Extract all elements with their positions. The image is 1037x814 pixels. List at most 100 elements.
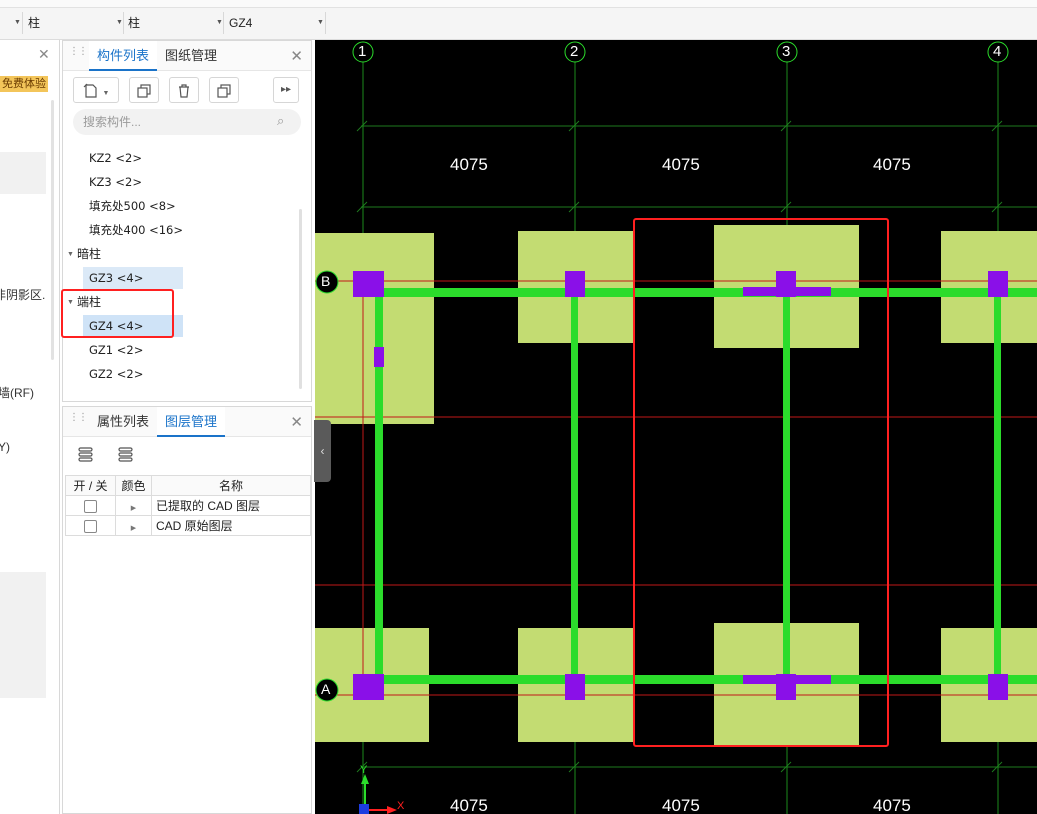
drawing-canvas[interactable]: 1 2 3 4 B A 4075 4075 4075 4075 4075 407… — [315, 40, 1037, 814]
chevron-down-icon: ▼ — [216, 19, 223, 26]
ucs-x-label: X — [397, 800, 405, 812]
color-cell: ▶ — [115, 495, 152, 516]
close-icon[interactable]: ✕ — [290, 414, 303, 431]
tab-drawing-management[interactable]: 图纸管理 — [165, 48, 218, 63]
tree-group-end-column[interactable]: ▼端柱 — [67, 291, 101, 313]
search-icon[interactable]: ⌕ — [277, 113, 285, 128]
list-item[interactable]: KZ3 <2> — [89, 175, 142, 189]
drag-handle-icon[interactable]: ⋮⋮ — [69, 46, 88, 57]
column-header: 颜色 — [115, 475, 152, 496]
list-item[interactable]: 填充处500 <8> — [89, 199, 176, 213]
chevron-right-icon[interactable]: ▶ — [130, 524, 137, 532]
dimension-label: 4075 — [450, 155, 488, 174]
dimension-label: 4075 — [662, 796, 700, 814]
show-layer-button[interactable] — [71, 441, 101, 467]
left-panel-text: 墙(RF) — [0, 386, 34, 400]
more-tools-button[interactable]: ▸▸ — [273, 77, 299, 103]
copy-component-button[interactable] — [129, 77, 159, 103]
column-header: 开 / 关 — [65, 475, 116, 496]
toolbar-top-strip — [0, 0, 1037, 8]
drag-handle-icon[interactable]: ⋮⋮ — [69, 412, 88, 423]
layer-table: 开 / 关 颜色 名称 ▶ 已提取的 CAD 图层 ▶ CAD 原始图层 — [65, 475, 311, 536]
component-type-value: 柱 — [28, 16, 41, 30]
component-type-dropdown[interactable]: 柱 ▼ — [24, 12, 124, 34]
toggle-cell — [65, 495, 116, 516]
foundation-pads — [315, 225, 1037, 746]
dimension-label: 4075 — [873, 155, 911, 174]
layers-hide-icon — [118, 447, 133, 462]
axis-number-label: 4 — [993, 43, 1002, 60]
left-panel-selected-row[interactable] — [0, 152, 46, 194]
chevron-down-icon: ▼ — [116, 19, 123, 26]
list-item[interactable]: GZ1 <2> — [89, 343, 144, 357]
layer-name: CAD 原始图层 — [151, 515, 311, 536]
list-item[interactable]: GZ3 <4> — [83, 267, 183, 289]
floor-type-dropdown[interactable]: ▼ — [0, 12, 23, 34]
layer-name: 已提取的 CAD 图层 — [151, 495, 311, 516]
axis-letter-label: A — [321, 681, 331, 697]
dimension-label: 4075 — [873, 796, 911, 814]
tab-layer-management[interactable]: 图层管理 — [157, 407, 226, 437]
axis-number-label: 1 — [358, 43, 367, 60]
chevron-down-icon: ▼ — [14, 19, 21, 26]
tab-property-list[interactable]: 属性列表 — [97, 414, 150, 429]
axis-letter-label: B — [321, 273, 331, 289]
columns — [353, 271, 1008, 700]
layer-checkbox[interactable] — [84, 499, 97, 513]
axis-bubbles — [315, 41, 1009, 702]
beams — [355, 288, 1037, 684]
trash-icon — [179, 84, 189, 98]
left-panel-text: Y) — [0, 440, 10, 454]
chevron-right-icon[interactable]: ▶ — [130, 504, 137, 512]
scrollbar[interactable] — [51, 100, 54, 360]
table-header-row: 开 / 关 颜色 名称 — [65, 475, 311, 496]
list-item[interactable]: GZ2 <2> — [89, 367, 144, 381]
left-panel-text: 非阴影区. — [0, 288, 46, 302]
copy-icon — [137, 84, 151, 98]
axis-number-label: 3 — [782, 43, 791, 60]
component-name-value: GZ4 — [229, 16, 253, 30]
new-file-icon — [83, 83, 97, 98]
toggle-cell — [65, 515, 116, 536]
cad-drawing — [315, 41, 1037, 814]
chevron-left-icon: ‹ — [320, 444, 325, 458]
list-item[interactable]: KZ2 <2> — [89, 151, 142, 165]
table-row: ▶ CAD 原始图层 — [65, 515, 311, 536]
collapse-panel-button[interactable]: ‹ — [314, 420, 331, 482]
layer-checkbox[interactable] — [84, 519, 97, 533]
component-subtype-value: 柱 — [128, 16, 141, 30]
component-list-panel: ⋮⋮ 构件列表 图纸管理 ✕ ▼ ▸▸ ⌕ KZ2 <2> KZ3 <2> 填充… — [61, 40, 312, 402]
dimension-lines — [356, 120, 1037, 773]
component-subtype-dropdown[interactable]: 柱 ▼ — [124, 12, 224, 34]
column-header: 名称 — [151, 475, 311, 496]
dimension-label: 4075 — [450, 796, 488, 814]
ucs-y-label: Y — [360, 764, 368, 776]
layers-copy-icon — [217, 84, 231, 98]
delete-component-button[interactable] — [169, 77, 199, 103]
ucs-axis-icon — [359, 774, 397, 814]
panel-header: ⋮⋮ 属性列表 图层管理 ✕ — [63, 407, 311, 437]
group-label: 端柱 — [76, 295, 101, 309]
close-icon[interactable]: ✕ — [290, 48, 303, 65]
new-component-button[interactable]: ▼ — [73, 77, 119, 103]
copy-to-floor-button[interactable] — [209, 77, 239, 103]
table-row: ▶ 已提取的 CAD 图层 — [65, 495, 311, 516]
highlight-box — [633, 218, 889, 747]
color-cell: ▶ — [115, 515, 152, 536]
highlight-box — [61, 289, 174, 338]
double-chevron-right-icon: ▸▸ — [280, 84, 292, 95]
panel-header: ⋮⋮ 构件列表 图纸管理 ✕ — [63, 41, 311, 71]
scrollbar[interactable] — [299, 209, 302, 389]
group-label: 暗柱 — [76, 247, 101, 261]
top-toolbar: ▼ 柱 ▼ 柱 ▼ GZ4 ▼ — [0, 0, 1037, 40]
hide-layer-button[interactable] — [111, 441, 141, 467]
list-item-selected[interactable]: GZ4 <4> — [83, 315, 183, 337]
close-icon[interactable]: ✕ — [38, 46, 50, 62]
tree-group-concealed-column[interactable]: ▼暗柱 — [67, 243, 101, 265]
component-name-dropdown[interactable]: GZ4 ▼ — [225, 12, 326, 34]
left-panel-block — [0, 572, 46, 698]
free-trial-badge[interactable]: 免费体验 — [0, 76, 48, 92]
tab-component-list[interactable]: 构件列表 — [89, 41, 158, 71]
list-item[interactable]: 填充处400 <16> — [89, 223, 184, 237]
search-input[interactable] — [73, 109, 301, 135]
